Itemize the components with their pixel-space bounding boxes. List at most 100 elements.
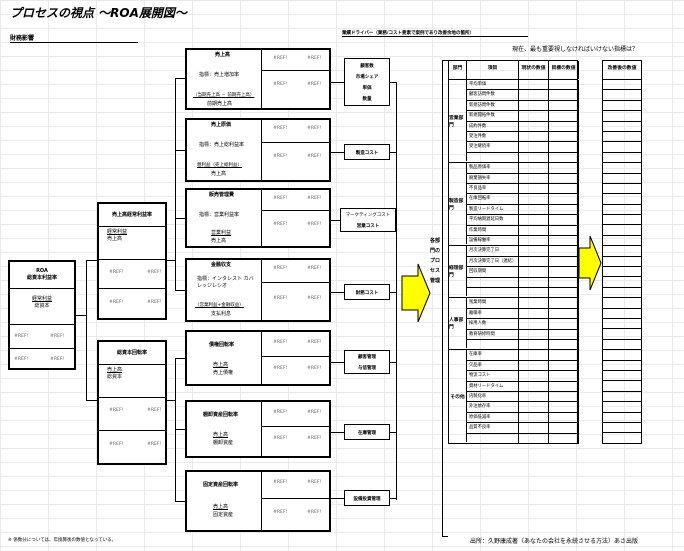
table-value-cell — [519, 173, 549, 184]
table-value-cell — [519, 194, 549, 205]
metric-title: 売上原価 — [211, 122, 232, 128]
table-value-cell — [549, 350, 579, 361]
right-question: 現在、最も重要視しなければいけない指標は？ — [512, 46, 639, 53]
left-section-label: 財務影響 — [10, 33, 138, 43]
table-group: 人事部門残業時間離職率採用人数教育研修時間 — [448, 298, 579, 351]
result-cell — [602, 422, 642, 434]
table-group-name: 経理部門 — [449, 246, 467, 297]
mid1-denominator: 売上高 — [107, 236, 123, 242]
table-item-cell: 新規訪問件数 — [467, 100, 519, 112]
driver-item: 市場シェア — [355, 75, 379, 80]
table-group-name: 人事部門 — [449, 298, 467, 349]
table-value-cell — [549, 173, 579, 184]
ref-cell: #REF! — [273, 126, 288, 131]
table-item-cell: 受注継続率 — [467, 142, 519, 153]
driver-item: 在庫管理 — [358, 431, 376, 436]
result-cell — [602, 215, 642, 226]
ref-cell: #REF! — [147, 442, 162, 447]
table-value-cell — [549, 360, 579, 372]
metric-indicator: 指標：営業利益率 — [199, 212, 240, 218]
result-cell — [602, 173, 642, 184]
ref-cell: #REF! — [307, 480, 322, 485]
result-cell — [602, 298, 642, 309]
result-cell — [602, 350, 642, 361]
ref-cell: #REF! — [109, 408, 124, 413]
roa-denominator: 総資本 — [34, 303, 50, 309]
driver-item: マーケティングコスト — [345, 213, 391, 218]
table-header: 部門項目現状の数値目標の数値 — [448, 60, 579, 80]
table-value-cell — [549, 256, 579, 268]
source-credit: 出所：久野康成著（あなたの会社を永続させる方法）あさ出版 — [470, 538, 639, 545]
table-item-cell: 物流コスト — [467, 371, 519, 382]
result-cell — [602, 402, 642, 413]
table-value-cell — [519, 256, 549, 268]
table-value-cell — [549, 235, 579, 247]
result-cell — [602, 287, 642, 299]
table-group: 経理部門月次決算完了日月次決算完了日（連結）回収期間 — [448, 246, 579, 299]
metric-title: 販売管理費 — [209, 192, 235, 198]
driver-item: 設備投資管理 — [353, 497, 381, 502]
metric-indicator: 指標：売上増加率 — [199, 72, 240, 78]
right-arrow-icon — [578, 235, 602, 291]
driver-group-receivables: 顧客管理 与信管理 — [344, 350, 390, 374]
table-item-cell: 平均単価 — [467, 80, 519, 91]
result-cell — [602, 339, 642, 351]
table-item-cell — [467, 287, 519, 299]
metric-box-sales: 売上高 指標：売上増加率 （当期売上高 － 前期売上高） 前期売上高 #REF!… — [185, 48, 331, 110]
result-cell — [602, 152, 642, 164]
ref-cell: #REF! — [307, 82, 322, 87]
table-value-cell — [549, 132, 579, 143]
table-item-cell: 資材リードタイム — [467, 381, 519, 392]
ref-cell: #REF! — [109, 442, 124, 447]
table-item-cell: 在庫率 — [467, 350, 519, 361]
table-item-cell: 設備稼働率 — [467, 235, 519, 247]
result-cell — [602, 183, 642, 195]
mid1-numerator: 経常利益 — [107, 229, 128, 235]
result-cell — [602, 433, 642, 444]
table-value-cell — [519, 80, 549, 91]
ref-cell: #REF! — [273, 154, 288, 159]
table-item-cell — [467, 433, 519, 444]
table-value-cell — [549, 287, 579, 299]
table-value-cell — [549, 339, 579, 351]
table-item-cell: 離職率 — [467, 308, 519, 320]
table-value-cell — [549, 308, 579, 320]
table-value-cell — [549, 319, 579, 330]
table-item-cell: 採用人数 — [467, 319, 519, 330]
table-value-cell — [519, 412, 549, 424]
table-value-cell — [549, 371, 579, 382]
table-value-cell — [519, 246, 549, 257]
result-cell — [602, 225, 642, 236]
table-value-cell — [549, 100, 579, 112]
table-value-cell — [519, 132, 549, 143]
table-item-cell: 原価低減率 — [467, 412, 519, 424]
metric-denominator: 前期売上高 — [207, 101, 233, 107]
table-header-cell: 現状の数値 — [519, 61, 549, 79]
driver-item: 財務コスト — [355, 291, 379, 296]
table-item-cell: 欠品率 — [467, 360, 519, 372]
metric-title: 金融収支 — [211, 262, 232, 268]
table-item-cell — [467, 152, 519, 164]
ref-cell: #REF! — [109, 270, 124, 275]
table-item-cell: 在庫回転率 — [467, 194, 519, 205]
table-value-cell — [549, 183, 579, 195]
metric-numerator: 売上高 — [213, 432, 229, 438]
table-item-cell: 製品原価率 — [467, 163, 519, 174]
metric-numerator: 営業利益 — [211, 230, 232, 236]
driver-item: 与信管理 — [358, 366, 376, 371]
mid2-denominator: 総資本 — [107, 374, 123, 380]
metric-title: 債権回転率 — [209, 342, 235, 348]
table-value-cell — [519, 308, 549, 320]
result-cell — [602, 277, 642, 288]
table-item-cell: 新規開拓件数 — [467, 111, 519, 122]
table-value-cell — [549, 433, 579, 444]
result-cell — [602, 370, 642, 382]
metric-denominator: 売上高 — [211, 171, 227, 177]
result-cell — [602, 163, 642, 174]
table-item-cell: 教育研修時間 — [467, 329, 519, 340]
ref-cell: #REF! — [273, 410, 288, 415]
ref-cell: #REF! — [14, 334, 29, 339]
ref-cell: #REF! — [307, 126, 322, 131]
table-value-cell — [519, 287, 549, 299]
metric-box-fixed-asset-turnover: 固定資産回転率 売上高 固定資産 #REF! #REF! #REF! #REF! — [185, 470, 331, 532]
